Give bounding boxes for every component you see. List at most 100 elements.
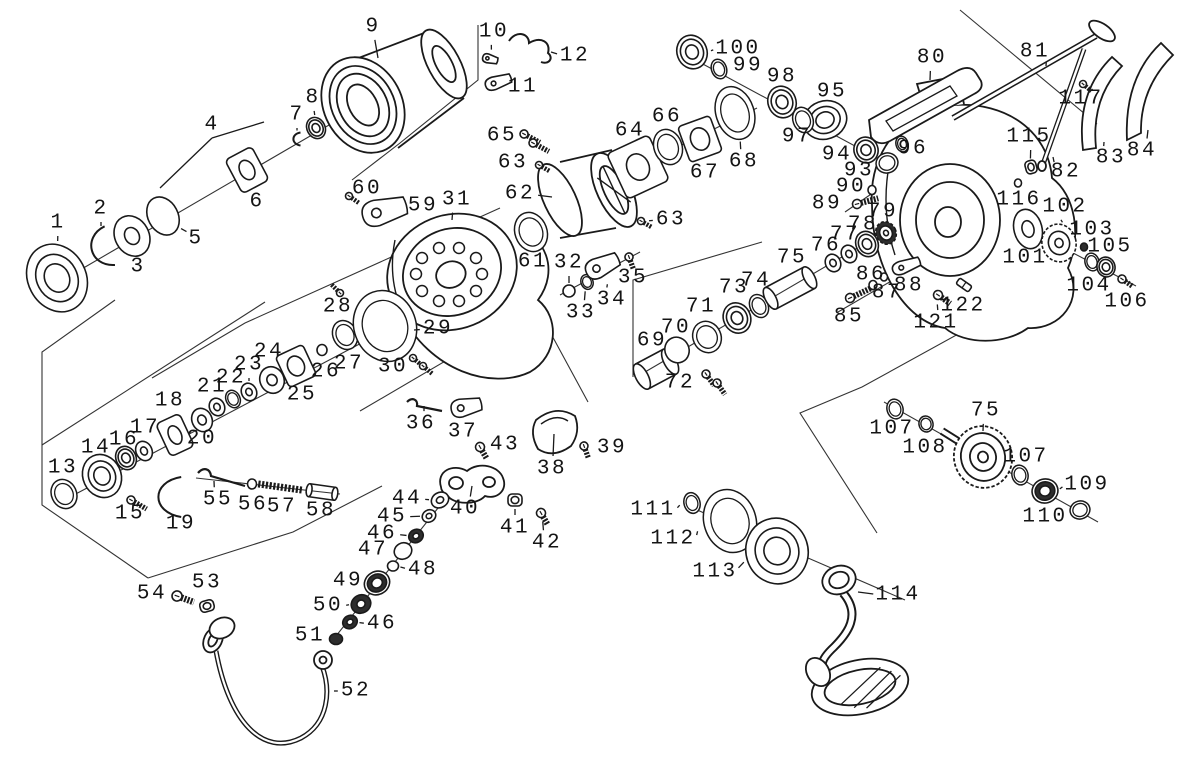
part-label-60: 60 bbox=[352, 178, 382, 201]
part-label-69: 69 bbox=[637, 330, 667, 353]
part-glyph-51 bbox=[328, 632, 344, 646]
part-label-75a: 75 bbox=[777, 247, 807, 270]
part-label-71: 71 bbox=[686, 296, 716, 319]
part-label-19: 19 bbox=[166, 513, 196, 536]
part-label-110: 110 bbox=[1022, 506, 1067, 529]
part-label-77: 77 bbox=[830, 224, 860, 247]
part-glyph-43 bbox=[474, 441, 490, 461]
part-label-11: 11 bbox=[508, 76, 538, 99]
part-glyph-45 bbox=[421, 508, 437, 524]
part-label-59: 59 bbox=[408, 195, 438, 218]
part-glyph-17 bbox=[134, 440, 154, 462]
part-glyph-110 bbox=[1069, 500, 1091, 520]
part-label-4: 4 bbox=[204, 114, 219, 137]
part-label-49: 49 bbox=[333, 570, 363, 593]
part-glyph-24 bbox=[258, 365, 286, 395]
part-label-23: 23 bbox=[234, 354, 264, 377]
part-glyph-49 bbox=[363, 570, 391, 596]
part-glyph-63a bbox=[534, 160, 551, 174]
part-label-54: 54 bbox=[137, 583, 167, 606]
part-label-9: 9 bbox=[365, 16, 380, 39]
part-label-84: 84 bbox=[1127, 140, 1157, 163]
part-glyph-5 bbox=[145, 196, 181, 236]
part-label-14: 14 bbox=[81, 437, 111, 460]
part-glyph-18 bbox=[156, 414, 194, 456]
part-glyph-20 bbox=[190, 407, 214, 433]
part-label-24: 24 bbox=[254, 341, 284, 364]
part-glyph-37 bbox=[450, 397, 483, 419]
part-label-25: 25 bbox=[287, 384, 317, 407]
part-label-113: 113 bbox=[692, 561, 737, 584]
part-glyph-26 bbox=[316, 343, 328, 357]
part-glyph-53 bbox=[198, 598, 216, 614]
part-label-43: 43 bbox=[490, 434, 520, 457]
part-label-17: 17 bbox=[130, 417, 160, 440]
part-glyph-102 bbox=[1041, 223, 1077, 263]
part-glyph-90 bbox=[867, 184, 877, 196]
part-label-50: 50 bbox=[313, 595, 343, 618]
part-glyph-56 bbox=[246, 478, 258, 490]
part-label-86: 86 bbox=[856, 264, 886, 287]
part-label-18: 18 bbox=[155, 390, 185, 413]
part-glyph-67 bbox=[677, 115, 723, 163]
part-label-106: 106 bbox=[1104, 291, 1149, 314]
part-label-72: 72 bbox=[665, 372, 695, 395]
part-glyph-74 bbox=[748, 293, 770, 319]
part-label-111: 111 bbox=[630, 499, 675, 522]
part-label-105: 105 bbox=[1087, 236, 1132, 259]
bail-rod-81-drawing bbox=[951, 19, 1116, 121]
part-glyph-105 bbox=[1096, 256, 1116, 278]
part-glyph-93 bbox=[875, 152, 899, 174]
part-label-87: 87 bbox=[872, 282, 902, 305]
part-glyph-86 bbox=[868, 279, 878, 291]
part-label-16: 16 bbox=[109, 429, 139, 452]
drive-gear-drawing bbox=[939, 425, 1014, 489]
part-glyph-50 bbox=[350, 593, 372, 615]
part-glyph-106 bbox=[1117, 274, 1135, 289]
part-label-112: 112 bbox=[650, 528, 695, 551]
part-label-107a: 107 bbox=[869, 418, 914, 441]
part-glyph-58 bbox=[305, 482, 339, 502]
part-label-2: 2 bbox=[93, 198, 108, 221]
part-glyph-68 bbox=[714, 85, 756, 141]
part-label-65: 65 bbox=[487, 125, 517, 148]
part-glyph-63b bbox=[636, 216, 653, 230]
part-glyph-94 bbox=[853, 136, 879, 164]
part-glyph-89 bbox=[851, 195, 880, 210]
part-label-104: 104 bbox=[1066, 275, 1111, 298]
bail-wire-drawing bbox=[202, 616, 333, 746]
part-glyph-46a bbox=[407, 528, 425, 544]
part-glyph-59 bbox=[361, 196, 409, 228]
rotor-drawing bbox=[386, 212, 554, 380]
part-glyph-61 bbox=[513, 211, 549, 253]
part-label-67: 67 bbox=[690, 162, 720, 185]
part-glyph-15 bbox=[126, 495, 148, 512]
part-label-117: 117 bbox=[1058, 88, 1103, 111]
part-glyph-32 bbox=[562, 284, 576, 298]
part-glyph-76 bbox=[824, 253, 842, 273]
part-glyph-101 bbox=[1012, 208, 1044, 250]
part-glyph-108 bbox=[918, 415, 934, 433]
part-label-108: 108 bbox=[902, 437, 947, 460]
part-label-3: 3 bbox=[130, 256, 145, 279]
part-glyph-75a bbox=[762, 265, 818, 311]
part-label-27: 27 bbox=[334, 353, 364, 376]
part-label-74: 74 bbox=[741, 270, 771, 293]
part-glyph-35 bbox=[624, 252, 636, 271]
part-glyph-111 bbox=[683, 491, 701, 515]
part-glyph-6 bbox=[225, 147, 269, 193]
part-label-89: 89 bbox=[812, 193, 842, 216]
part-label-68: 68 bbox=[729, 151, 759, 174]
part-label-36: 36 bbox=[406, 413, 436, 436]
part-label-46a: 46 bbox=[367, 523, 397, 546]
part-glyph-99 bbox=[710, 58, 728, 80]
part-glyph-2 bbox=[90, 225, 116, 266]
part-glyph-113 bbox=[745, 517, 809, 585]
part-glyph-41 bbox=[507, 493, 523, 507]
part-glyph-47 bbox=[393, 541, 413, 561]
part-glyph-72b bbox=[712, 378, 728, 396]
part-glyph-34 bbox=[584, 251, 622, 280]
